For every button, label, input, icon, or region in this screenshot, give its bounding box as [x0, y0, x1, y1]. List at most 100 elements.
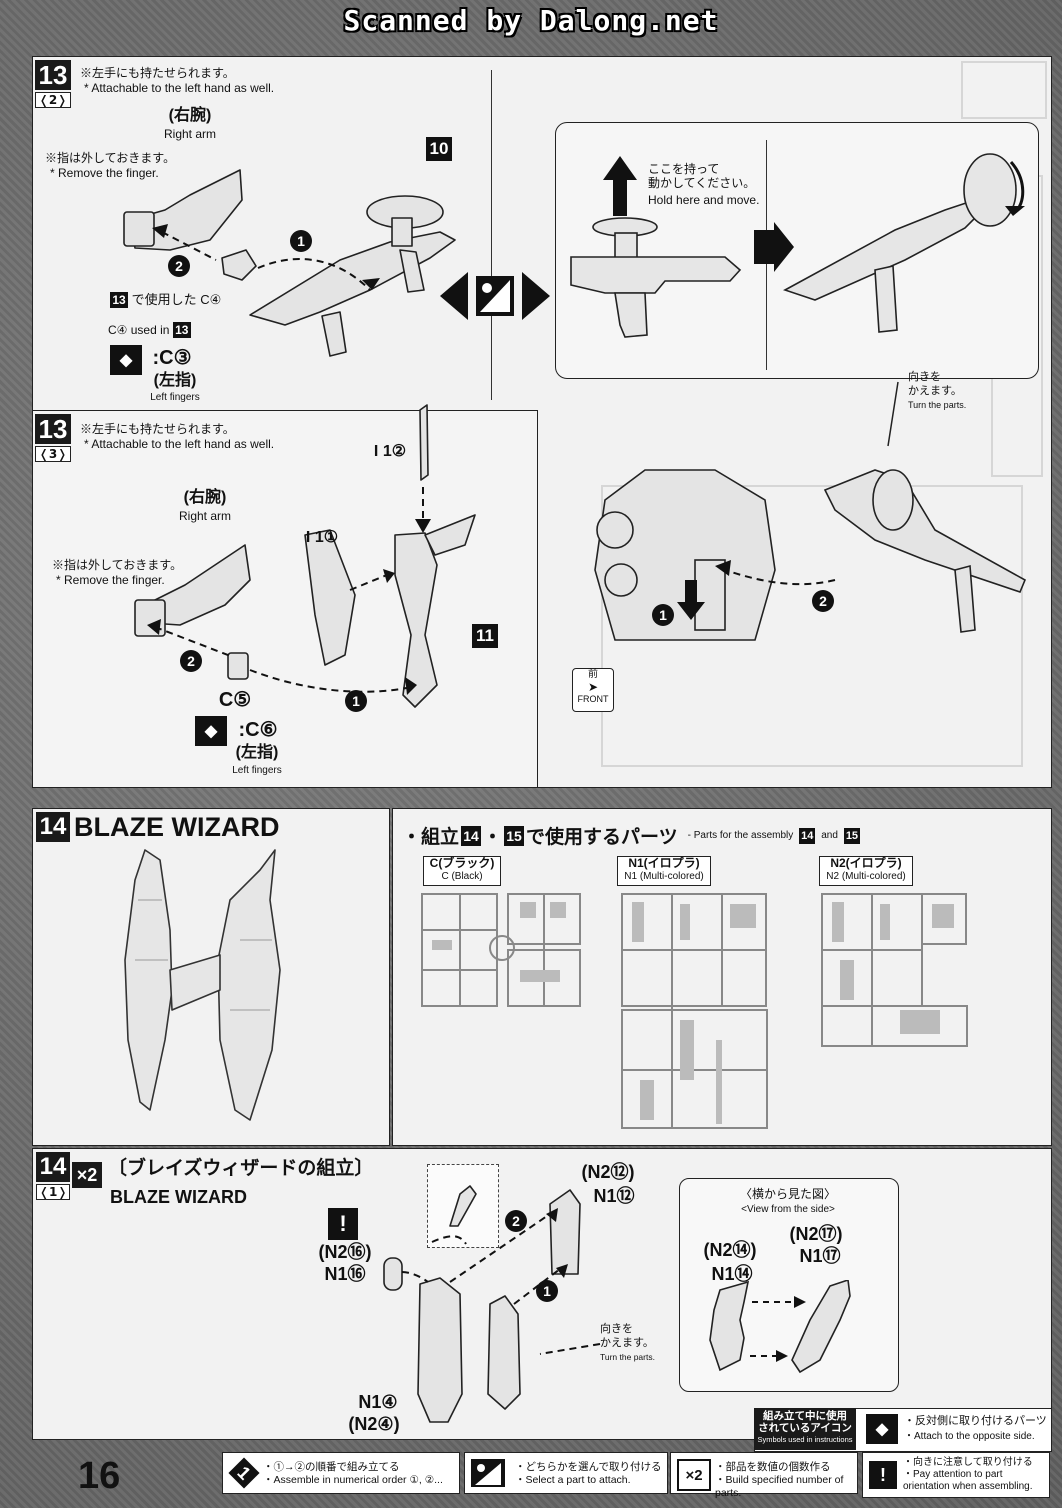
rifle-rotated-illustration [783, 153, 1025, 333]
step13-3-note-en: * Attachable to the left hand as well. [84, 437, 275, 451]
step14-1-title-jp: 〔ブレイズウィザードの組立〕 [108, 1158, 374, 1179]
turn-callout-line [887, 381, 899, 447]
front-icon: 前 ➤ FRONT [572, 668, 614, 712]
footer-select-cell: ・どちらかを選んで取り付ける ・Select a part to attach. [464, 1452, 668, 1494]
footer-count-jp: ・部品を数値の個数作る [715, 1461, 831, 1473]
step13-2-left-fingers-jp: (左指) [153, 372, 197, 389]
part-n2-14: (N2⑭) [703, 1240, 757, 1260]
step13-2-number: 13 [35, 60, 71, 90]
step13-3-order-2: 2 [180, 650, 202, 672]
step13-2-used-ref-step: 13 [110, 292, 128, 308]
hold-note-en: Hold here and move. [648, 193, 760, 207]
step13-3-arm-sword-illustration [134, 404, 476, 708]
rifle-side-illustration [570, 217, 742, 338]
runner-c-diagram [421, 893, 581, 1007]
part-n2-17: (N2⑰) [789, 1224, 843, 1244]
parts-heading-en-num-b: 15 [843, 827, 860, 844]
step13-2-arm-label-en: Right arm [163, 127, 216, 141]
step14-1-title-en: BLAZE WIZARD [110, 1187, 247, 1207]
side-view-title-jp: 〈横から見た図〉 [739, 1187, 836, 1201]
step13-3-arm-label-en: Right arm [178, 509, 231, 523]
step14-title: BLAZE WIZARD [74, 812, 280, 842]
orientation-warning-icon: ! [869, 1461, 897, 1489]
select-icon [471, 1459, 505, 1487]
footer-orientation-jp: ・向きに注意して取り付ける [903, 1457, 1033, 1468]
runner-label-c: C(ブラック) C (Black) [423, 856, 501, 886]
legend-title-jp: 組み立て中に使用 されているアイコン [758, 1410, 852, 1434]
parts-heading-b: で使用するパーツ [526, 827, 678, 848]
step13-3-opposite-icon: ◆ [195, 716, 227, 746]
footer-count-cell: ×2 ・部品を数値の個数作る ・Build specified number o… [670, 1452, 858, 1499]
turn-note-en: Turn the parts. [908, 400, 967, 410]
select-part-icon [440, 272, 550, 320]
warning-icon: ! [328, 1208, 358, 1240]
step13-3-finger-jp: ※指は外しておきます。 [52, 558, 183, 572]
runner-n2-diagram [821, 893, 968, 1047]
runner-n1-jp: N1(イロプラ) [628, 856, 700, 870]
side-view-illustration [709, 1280, 851, 1374]
step13-3-left-fingers-en: Left fingers [232, 765, 282, 776]
runner-label-n2: N2(イロプラ) N2 (Multi-colored) [819, 856, 913, 886]
step14-1-order-1: 1 [536, 1280, 558, 1302]
part-n1-17: N1⑰ [799, 1246, 841, 1266]
footer-select-jp: ・どちらかを選んで取り付ける [515, 1461, 662, 1473]
step13-3-part-i2: I 1② [373, 443, 407, 460]
parts-heading-a: ・組立 [402, 827, 460, 848]
hold-note-jp: ここを持って 動かしてください。 [648, 162, 756, 190]
step13-2-note-jp: ※左手にも持たせられます。 [80, 66, 235, 80]
footer-order-en: ・Assemble in numerical order ①, ②... [263, 1474, 443, 1486]
scan-credit: Scanned by Dalong.net [343, 4, 719, 37]
step13-2-opposite-part: :C③ [152, 347, 192, 369]
step14-1-number: 14 [36, 1152, 70, 1182]
step13-2-divider [491, 70, 492, 400]
runner-n1-en: N1 (Multi-colored) [624, 871, 704, 882]
legend-title-en: Symbols used in instructions [757, 1435, 853, 1444]
hold-up-arrow [603, 156, 637, 216]
step13-2-used-jp-text: で使用した C④ [131, 292, 222, 307]
front-icon-jp: 前 [588, 669, 598, 680]
step13-2-finger-en: * Remove the finger. [50, 166, 159, 180]
order-icon: 1 [228, 1457, 260, 1489]
parts-heading-en-num-a: 14 [799, 827, 816, 844]
step13-3-panel [32, 410, 538, 788]
hold-direction-arrow [754, 222, 794, 272]
step13-3-left-fingers-jp: (左指) [235, 744, 279, 761]
step13-3-finger-en: * Remove the finger. [56, 573, 165, 587]
step13-3-part-i1: I 1① [305, 529, 339, 546]
step13-mount-order-1: 1 [652, 604, 674, 626]
runner-n1-diagram [621, 893, 768, 1129]
footer-orientation-en: ・Pay attention to part orientation when … [903, 1469, 1033, 1492]
step14-1-substep: ❬1❭ [36, 1184, 70, 1200]
step13-2-part-10: 10 [426, 137, 452, 161]
runner-c-jp: C(ブラック) [429, 856, 495, 870]
parts-heading-en-and: and [821, 830, 838, 841]
step14-1-turn-jp: 向きを かえます。 [600, 1323, 654, 1349]
footer-count-en: ・Build specified number of parts. [715, 1474, 844, 1499]
parts-heading-num-b: 15 [504, 825, 525, 846]
step13-3-number: 13 [35, 414, 71, 444]
front-arrow-icon: ➤ [587, 680, 599, 694]
step14-number: 14 [36, 812, 70, 842]
legend-opposite-en: ・Attach to the opposite side. [904, 1431, 1035, 1442]
step13-2-opposite-icon: ◆ [110, 345, 142, 375]
step13-2-used-jp: 13 で使用した C④ [110, 292, 221, 308]
step14-1-times: ×2 [72, 1162, 102, 1188]
footer-order-cell: 1 ・①→②の順番で組み立てる ・Assemble in numerical o… [222, 1452, 460, 1494]
runner-c-en: C (Black) [441, 871, 483, 882]
footer-select-en: ・Select a part to attach. [515, 1474, 631, 1486]
step13-2-note-en: * Attachable to the left hand as well. [84, 81, 275, 95]
step13-2-order-2: 2 [168, 255, 190, 277]
part-n2-16: (N2⑯) [318, 1242, 372, 1262]
step13-2-left-fingers-en: Left fingers [150, 392, 200, 403]
side-view-title-en: <View from the side> [741, 1204, 835, 1215]
step13-2-arm-label-jp: (右腕) [168, 107, 212, 124]
part-n2-4: (N2④) [348, 1414, 400, 1434]
step13-3-part-c5: C⑤ [218, 689, 252, 711]
part-n1-12: N1⑫ [593, 1186, 635, 1206]
legend-opposite-jp: ・反対側に取り付けるパーツ [904, 1415, 1047, 1427]
rifle-mount-illustration [594, 469, 1027, 641]
step13-2-used-en-text: C④ used in [108, 323, 170, 337]
step13-2-order-1: 1 [290, 230, 312, 252]
step13-3-part-11: 11 [472, 624, 498, 648]
runner-n2-jp: N2(イロプラ) [830, 856, 902, 870]
